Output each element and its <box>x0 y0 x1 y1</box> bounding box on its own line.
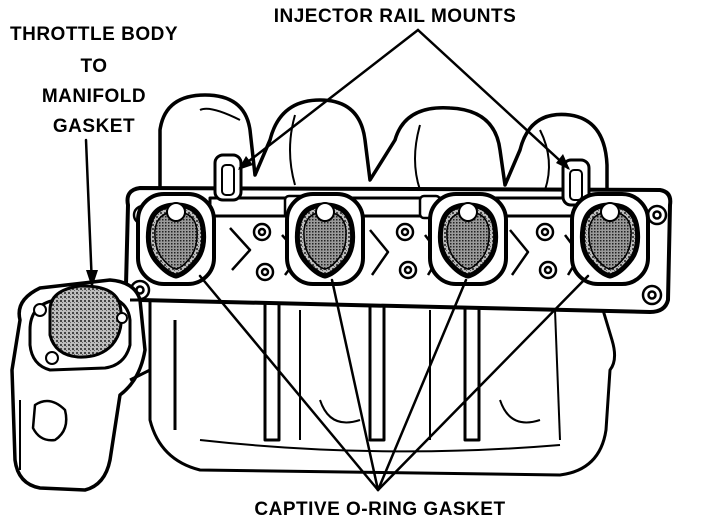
throttle-body-flange <box>10 278 151 492</box>
oring-leader-4 <box>376 274 590 492</box>
manifold-lower-body <box>148 288 617 477</box>
injector-port-4 <box>570 192 650 286</box>
injector-port-1 <box>136 192 216 286</box>
arrowhead-rail-left <box>238 156 253 170</box>
arrowhead-throttle <box>86 270 98 288</box>
leader-arrowheads <box>86 154 570 288</box>
throttle-body-gasket-label: THROTTLE BODY TO MANIFOLD GASKET <box>10 24 178 137</box>
oring-leader-2 <box>330 278 380 492</box>
intake-runners <box>158 93 609 202</box>
injector-rail-mount-left <box>213 153 243 202</box>
throttle-label-line-1: THROTTLE BODY <box>10 24 178 45</box>
oring-leader-3 <box>376 278 468 492</box>
throttle-label-line-3: MANIFOLD <box>42 86 146 107</box>
rail-mount-leader-left <box>238 28 420 170</box>
injector-port-2 <box>285 192 365 286</box>
arrowhead-rail-right <box>556 154 570 170</box>
rail-mount-leader-right <box>416 28 570 170</box>
oring-leader-1 <box>198 274 380 492</box>
leader-lines <box>84 28 590 492</box>
throttle-gasket-leader <box>84 138 94 288</box>
captive-oring-gasket-label: CAPTIVE O-RING GASKET <box>254 499 505 520</box>
throttle-label-line-4: GASKET <box>53 116 135 137</box>
injector-port-3 <box>428 192 508 286</box>
injector-rail-mounts-label: INJECTOR RAIL MOUNTS <box>274 6 517 27</box>
throttle-label-line-2: TO <box>80 56 107 77</box>
manifold-flange <box>124 153 673 314</box>
